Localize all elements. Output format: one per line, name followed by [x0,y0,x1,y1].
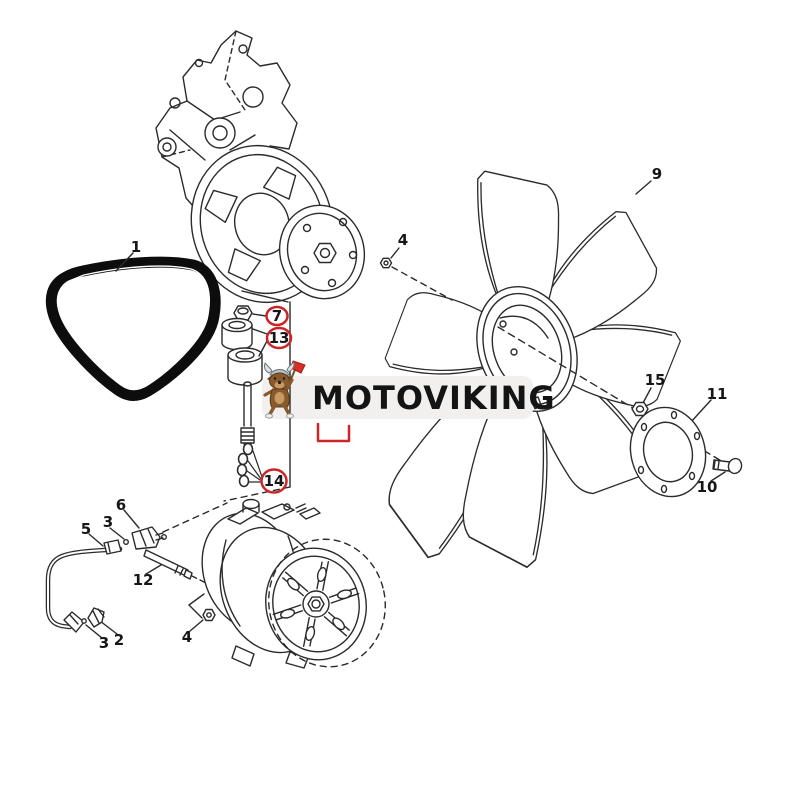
leader-3-top [109,527,125,540]
leader-4-bottom [189,619,204,632]
compressor-nut-4 [188,593,216,632]
leader-2 [99,620,118,635]
fan-bolt-10 [710,457,743,482]
leader-6 [123,509,140,529]
hose-pipe-5 [45,533,123,633]
brand-wordmark: MOTOVIKING [312,379,556,417]
leader-11 [690,399,712,423]
fan-spacer-ring-11 [629,399,712,498]
pump-shaft-flange [278,204,366,300]
leader-12 [145,564,162,575]
compressor-and-plumbing [45,498,386,669]
leader-10 [710,471,726,482]
leader-3-bottom [85,624,103,639]
clutch-pulley [265,538,386,668]
v-belt [45,252,221,401]
leader-4-top [390,247,400,259]
stud-12 [143,549,215,588]
viking-dog-mascot-icon [263,360,306,419]
cooling-fan [379,170,743,569]
o-ring-3-bottom [81,618,103,639]
elbow-fitting-2 [87,607,118,635]
ac-compressor [201,498,386,669]
fan-blade [477,170,560,314]
o-ring-3-top [109,527,129,546]
watermark-band: MOTOVIKING [262,376,555,419]
water-pump-bracket-assembly [155,30,366,304]
fitting-6 [123,509,167,550]
leader-15 [642,387,652,404]
fan-bolt-4 [379,247,453,301]
leader-9 [635,180,652,195]
fan-nut-15 [631,387,652,417]
leader-1 [115,252,134,272]
leader-5 [88,533,104,547]
